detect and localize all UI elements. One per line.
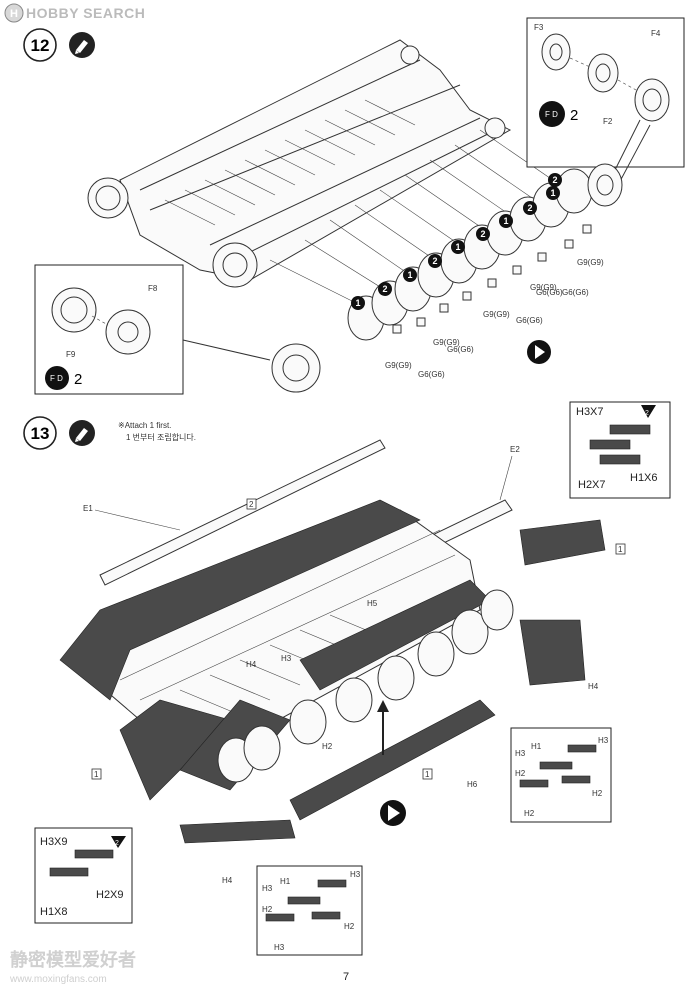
svg-text:1: 1 bbox=[618, 545, 623, 554]
svg-text:1: 1 bbox=[407, 270, 412, 280]
svg-text:2: 2 bbox=[382, 284, 387, 294]
step-number: 12 bbox=[31, 36, 50, 55]
svg-text:G9(G9): G9(G9) bbox=[530, 283, 557, 292]
parts-tree-icon bbox=[539, 101, 565, 127]
svg-text:H3X7: H3X7 bbox=[576, 406, 604, 418]
svg-text:H1: H1 bbox=[531, 742, 542, 751]
svg-text:G6(G6): G6(G6) bbox=[562, 288, 589, 297]
svg-text:H2X9: H2X9 bbox=[96, 889, 124, 901]
svg-text:F2: F2 bbox=[603, 117, 613, 126]
svg-text:H3: H3 bbox=[350, 870, 361, 879]
svg-text:F4: F4 bbox=[651, 29, 661, 38]
svg-text:1: 1 bbox=[425, 770, 430, 779]
svg-text:H2: H2 bbox=[322, 742, 333, 751]
svg-text:F8: F8 bbox=[148, 284, 158, 293]
svg-text:2: 2 bbox=[249, 500, 254, 509]
svg-text:1: 1 bbox=[455, 242, 460, 252]
callout-track-count-bottom: H3X9 2 H1X8 H2X9 bbox=[34, 827, 133, 924]
hobby-search-logo-icon bbox=[4, 3, 24, 23]
svg-text:H1X8: H1X8 bbox=[40, 906, 68, 918]
parts-tree-icon bbox=[45, 366, 69, 390]
svg-text:G6(G6): G6(G6) bbox=[447, 345, 474, 354]
svg-text:H3: H3 bbox=[281, 654, 292, 663]
logo-mark: H bbox=[10, 8, 18, 20]
assembly-note-ko: 1 번부터 조립합니다. bbox=[126, 432, 196, 442]
svg-text:H2X7: H2X7 bbox=[578, 479, 606, 491]
svg-text:G9(G9): G9(G9) bbox=[433, 338, 460, 347]
svg-text:H4: H4 bbox=[246, 660, 257, 669]
svg-text:H3: H3 bbox=[598, 736, 609, 745]
svg-text:H3: H3 bbox=[262, 884, 273, 893]
suspension-arms bbox=[269, 129, 561, 306]
svg-text:2: 2 bbox=[74, 371, 82, 388]
svg-text:H1: H1 bbox=[280, 877, 291, 886]
svg-text:G9(G9): G9(G9) bbox=[385, 361, 412, 370]
wheel-number-badges: 1 2 1 2 1 2 1 2 1 2 bbox=[351, 173, 562, 310]
svg-text:G9(G9): G9(G9) bbox=[577, 258, 604, 267]
svg-text:2: 2 bbox=[645, 410, 649, 417]
step-12: 12 bbox=[23, 17, 685, 395]
svg-text:www.moxingfans.com: www.moxingfans.com bbox=[9, 974, 107, 985]
callout-drive-sprocket: F8 F9 F D 2 bbox=[34, 264, 321, 395]
svg-text:2: 2 bbox=[570, 107, 578, 124]
page-number: 7 bbox=[343, 971, 349, 983]
step-13: 13 ※Attach 1 first. 1 번부터 조립합니다. E1 E2 2… bbox=[23, 401, 671, 956]
callout-track-detail-center: H1 H3 H3 H2 H2 H3 bbox=[256, 865, 363, 956]
svg-text:H2: H2 bbox=[515, 769, 526, 778]
assembly-note-en: ※Attach 1 first. bbox=[118, 421, 171, 430]
tank-chassis-step12 bbox=[87, 39, 512, 288]
svg-text:静密模型爱好者: 静密模型爱好者 bbox=[10, 949, 136, 970]
svg-text:H1X6: H1X6 bbox=[630, 472, 658, 484]
svg-text:H3: H3 bbox=[274, 943, 285, 952]
moxingfans-watermark: 静密模型爱好者 www.moxingfans.com bbox=[9, 949, 136, 985]
svg-text:H2: H2 bbox=[524, 809, 535, 818]
svg-text:F9: F9 bbox=[66, 350, 76, 359]
step-number-badge bbox=[23, 416, 57, 450]
hobby-search-watermark: H HOBBY SEARCH bbox=[4, 3, 145, 23]
up-arrow bbox=[377, 700, 389, 755]
callout-track-count-top: H3X7 2 H2X7 H1X6 bbox=[569, 401, 671, 499]
svg-text:E1: E1 bbox=[83, 504, 93, 513]
road-wheels-step13 bbox=[217, 589, 514, 783]
svg-text:F D: F D bbox=[545, 110, 558, 119]
g-part-labels: G9(G9) G6(G6) G9(G9) G6(G6) G9(G9) G6(G6… bbox=[385, 258, 604, 379]
svg-text:G6(G6): G6(G6) bbox=[536, 288, 563, 297]
hobby-search-text: HOBBY SEARCH bbox=[26, 5, 145, 21]
svg-text:H6: H6 bbox=[467, 780, 478, 789]
svg-text:H2: H2 bbox=[592, 789, 603, 798]
svg-text:H4: H4 bbox=[588, 682, 599, 691]
callout-idler-wheel: F3 F4 F2 F D 2 bbox=[526, 17, 685, 207]
svg-text:H2: H2 bbox=[262, 905, 273, 914]
svg-text:1: 1 bbox=[94, 770, 99, 779]
svg-text:F3: F3 bbox=[534, 23, 544, 32]
svg-text:1: 1 bbox=[355, 298, 360, 308]
svg-text:E2: E2 bbox=[510, 445, 520, 454]
svg-text:H3X9: H3X9 bbox=[40, 836, 68, 848]
direction-marker bbox=[527, 340, 551, 364]
svg-text:2: 2 bbox=[552, 175, 557, 185]
svg-text:2: 2 bbox=[115, 840, 119, 847]
step-number-badge bbox=[23, 28, 57, 62]
svg-text:H2: H2 bbox=[344, 922, 355, 931]
svg-text:2: 2 bbox=[432, 256, 437, 266]
direction-marker bbox=[380, 800, 406, 826]
svg-text:G6(G6): G6(G6) bbox=[418, 370, 445, 379]
svg-text:H5: H5 bbox=[367, 599, 378, 608]
svg-text:1: 1 bbox=[550, 188, 555, 198]
svg-text:H3: H3 bbox=[515, 749, 526, 758]
callout-track-detail-right: H1 H3 H3 H2 H2 H2 bbox=[510, 727, 612, 823]
svg-text:G9(G9): G9(G9) bbox=[483, 310, 510, 319]
svg-text:2: 2 bbox=[527, 203, 532, 213]
svg-text:2: 2 bbox=[480, 229, 485, 239]
svg-text:1: 1 bbox=[503, 216, 508, 226]
svg-text:G6(G6): G6(G6) bbox=[516, 316, 543, 325]
track-part-labels: H5 H4 H3 H2 H6 H4 H4 1 1 1 bbox=[91, 543, 626, 885]
step-number: 13 bbox=[31, 424, 50, 443]
svg-text:H4: H4 bbox=[222, 876, 233, 885]
wheel-caps bbox=[392, 224, 592, 334]
svg-text:F D: F D bbox=[50, 374, 63, 383]
